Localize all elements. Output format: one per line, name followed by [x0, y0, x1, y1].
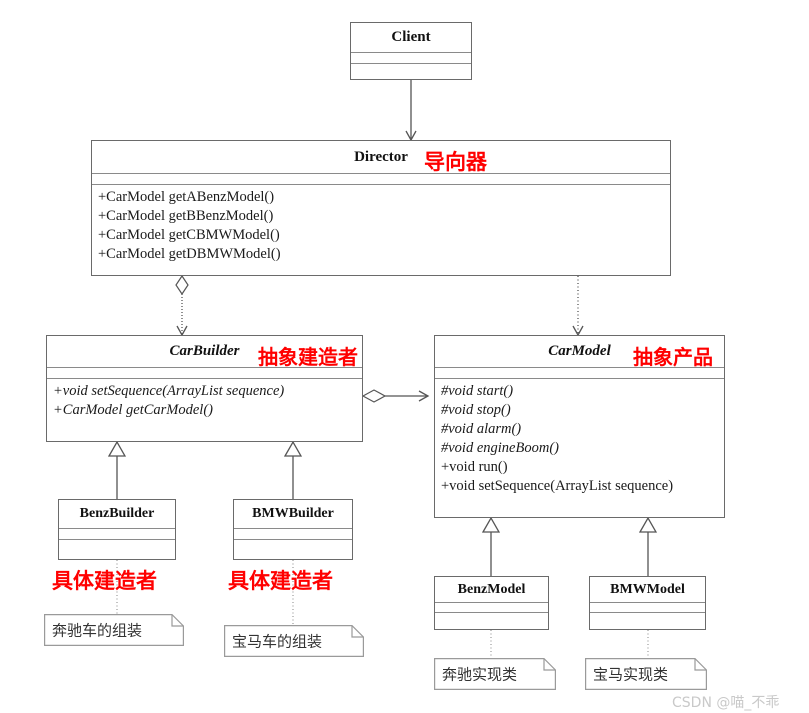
operation-row: +CarModel getDBMWModel() [98, 246, 281, 262]
note-benz-model: 奔驰实现类 [434, 658, 556, 690]
class-name-client: Client [351, 23, 471, 53]
edge-director-to-carbuilder [175, 274, 189, 337]
note-bmw-model: 宝马实现类 [585, 658, 707, 690]
class-name-bmw-model: BMWModel [590, 577, 705, 603]
class-attrs-bmw-model [590, 603, 705, 613]
class-name-benz-model: BenzModel [435, 577, 548, 603]
annotation-benz-builder: 具体建造者 [52, 569, 157, 593]
operation-row: #void start() [441, 383, 514, 399]
class-ops-bmw-builder [234, 540, 352, 554]
class-box-benz-model[interactable]: BenzModel [434, 576, 549, 630]
operation-row: #void alarm() [441, 421, 522, 437]
annotation-bmw-builder: 具体建造者 [228, 569, 333, 593]
operation-row: +void setSequence(ArrayList sequence) [441, 478, 674, 494]
note-text: 宝马实现类 [593, 665, 669, 684]
operation-row: #void stop() [441, 402, 511, 418]
class-name-car-model: CarModel [435, 336, 724, 368]
class-ops-bmw-model [590, 613, 705, 627]
class-attrs-car-builder [47, 368, 362, 379]
edge-carbuilder-to-carmodel [361, 389, 430, 403]
note-benz-builder: 奔驰车的组装 [44, 614, 184, 646]
class-box-car-model[interactable]: CarModel #void start() #void stop() #voi… [434, 335, 725, 518]
class-name-bmw-builder: BMWBuilder [234, 500, 352, 529]
operation-row: +CarModel getBBenzModel() [98, 208, 274, 224]
note-bmw-builder: 宝马车的组装 [224, 625, 364, 657]
class-box-benz-builder[interactable]: BenzBuilder [58, 499, 176, 560]
operation-row: +CarModel getCBMWModel() [98, 227, 280, 243]
class-box-client[interactable]: Client [350, 22, 472, 80]
class-attrs-benz-model [435, 603, 548, 613]
class-ops-benz-builder [59, 540, 175, 554]
operation-row: +void run() [441, 459, 508, 475]
class-box-director[interactable]: Director +CarModel getABenzModel() +CarM… [91, 140, 671, 276]
note-shape [434, 658, 556, 690]
class-name-director: Director [92, 141, 670, 174]
class-box-bmw-builder[interactable]: BMWBuilder [233, 499, 353, 560]
class-box-bmw-model[interactable]: BMWModel [589, 576, 706, 630]
class-ops-car-model: #void start() #void stop() #void alarm()… [435, 379, 724, 500]
class-attrs-bmw-builder [234, 529, 352, 540]
class-ops-benz-model [435, 613, 548, 627]
class-attrs-car-model [435, 368, 724, 379]
note-anchor-lines [116, 560, 649, 658]
class-name-car-builder: CarBuilder [47, 336, 362, 368]
note-shape [44, 614, 184, 646]
annotation-car-model: 抽象产品 [633, 345, 713, 369]
class-attrs-benz-builder [59, 529, 175, 540]
note-shape [224, 625, 364, 657]
annotation-director: 导向器 [424, 150, 487, 174]
note-shape [585, 658, 707, 690]
class-ops-car-builder: +void setSequence(ArrayList sequence) +C… [47, 379, 362, 424]
class-attrs-client [351, 53, 471, 64]
csdn-watermark: CSDN @喵_不乖 [672, 695, 780, 711]
class-ops-client [351, 64, 471, 78]
class-attrs-director [92, 174, 670, 185]
note-text: 奔驰实现类 [442, 665, 518, 684]
operation-row: +void setSequence(ArrayList sequence) [53, 383, 285, 399]
operation-row: +CarModel getCarModel() [53, 402, 213, 418]
class-name-benz-builder: BenzBuilder [59, 500, 175, 529]
annotation-car-builder: 抽象建造者 [258, 345, 358, 369]
note-text: 宝马车的组装 [232, 632, 323, 651]
operation-row: +CarModel getABenzModel() [98, 189, 275, 205]
class-box-car-builder[interactable]: CarBuilder +void setSequence(ArrayList s… [46, 335, 363, 442]
class-ops-director: +CarModel getABenzModel() +CarModel getB… [92, 185, 670, 268]
note-text: 奔驰车的组装 [52, 621, 143, 640]
operation-row: #void engineBoom() [441, 440, 559, 456]
